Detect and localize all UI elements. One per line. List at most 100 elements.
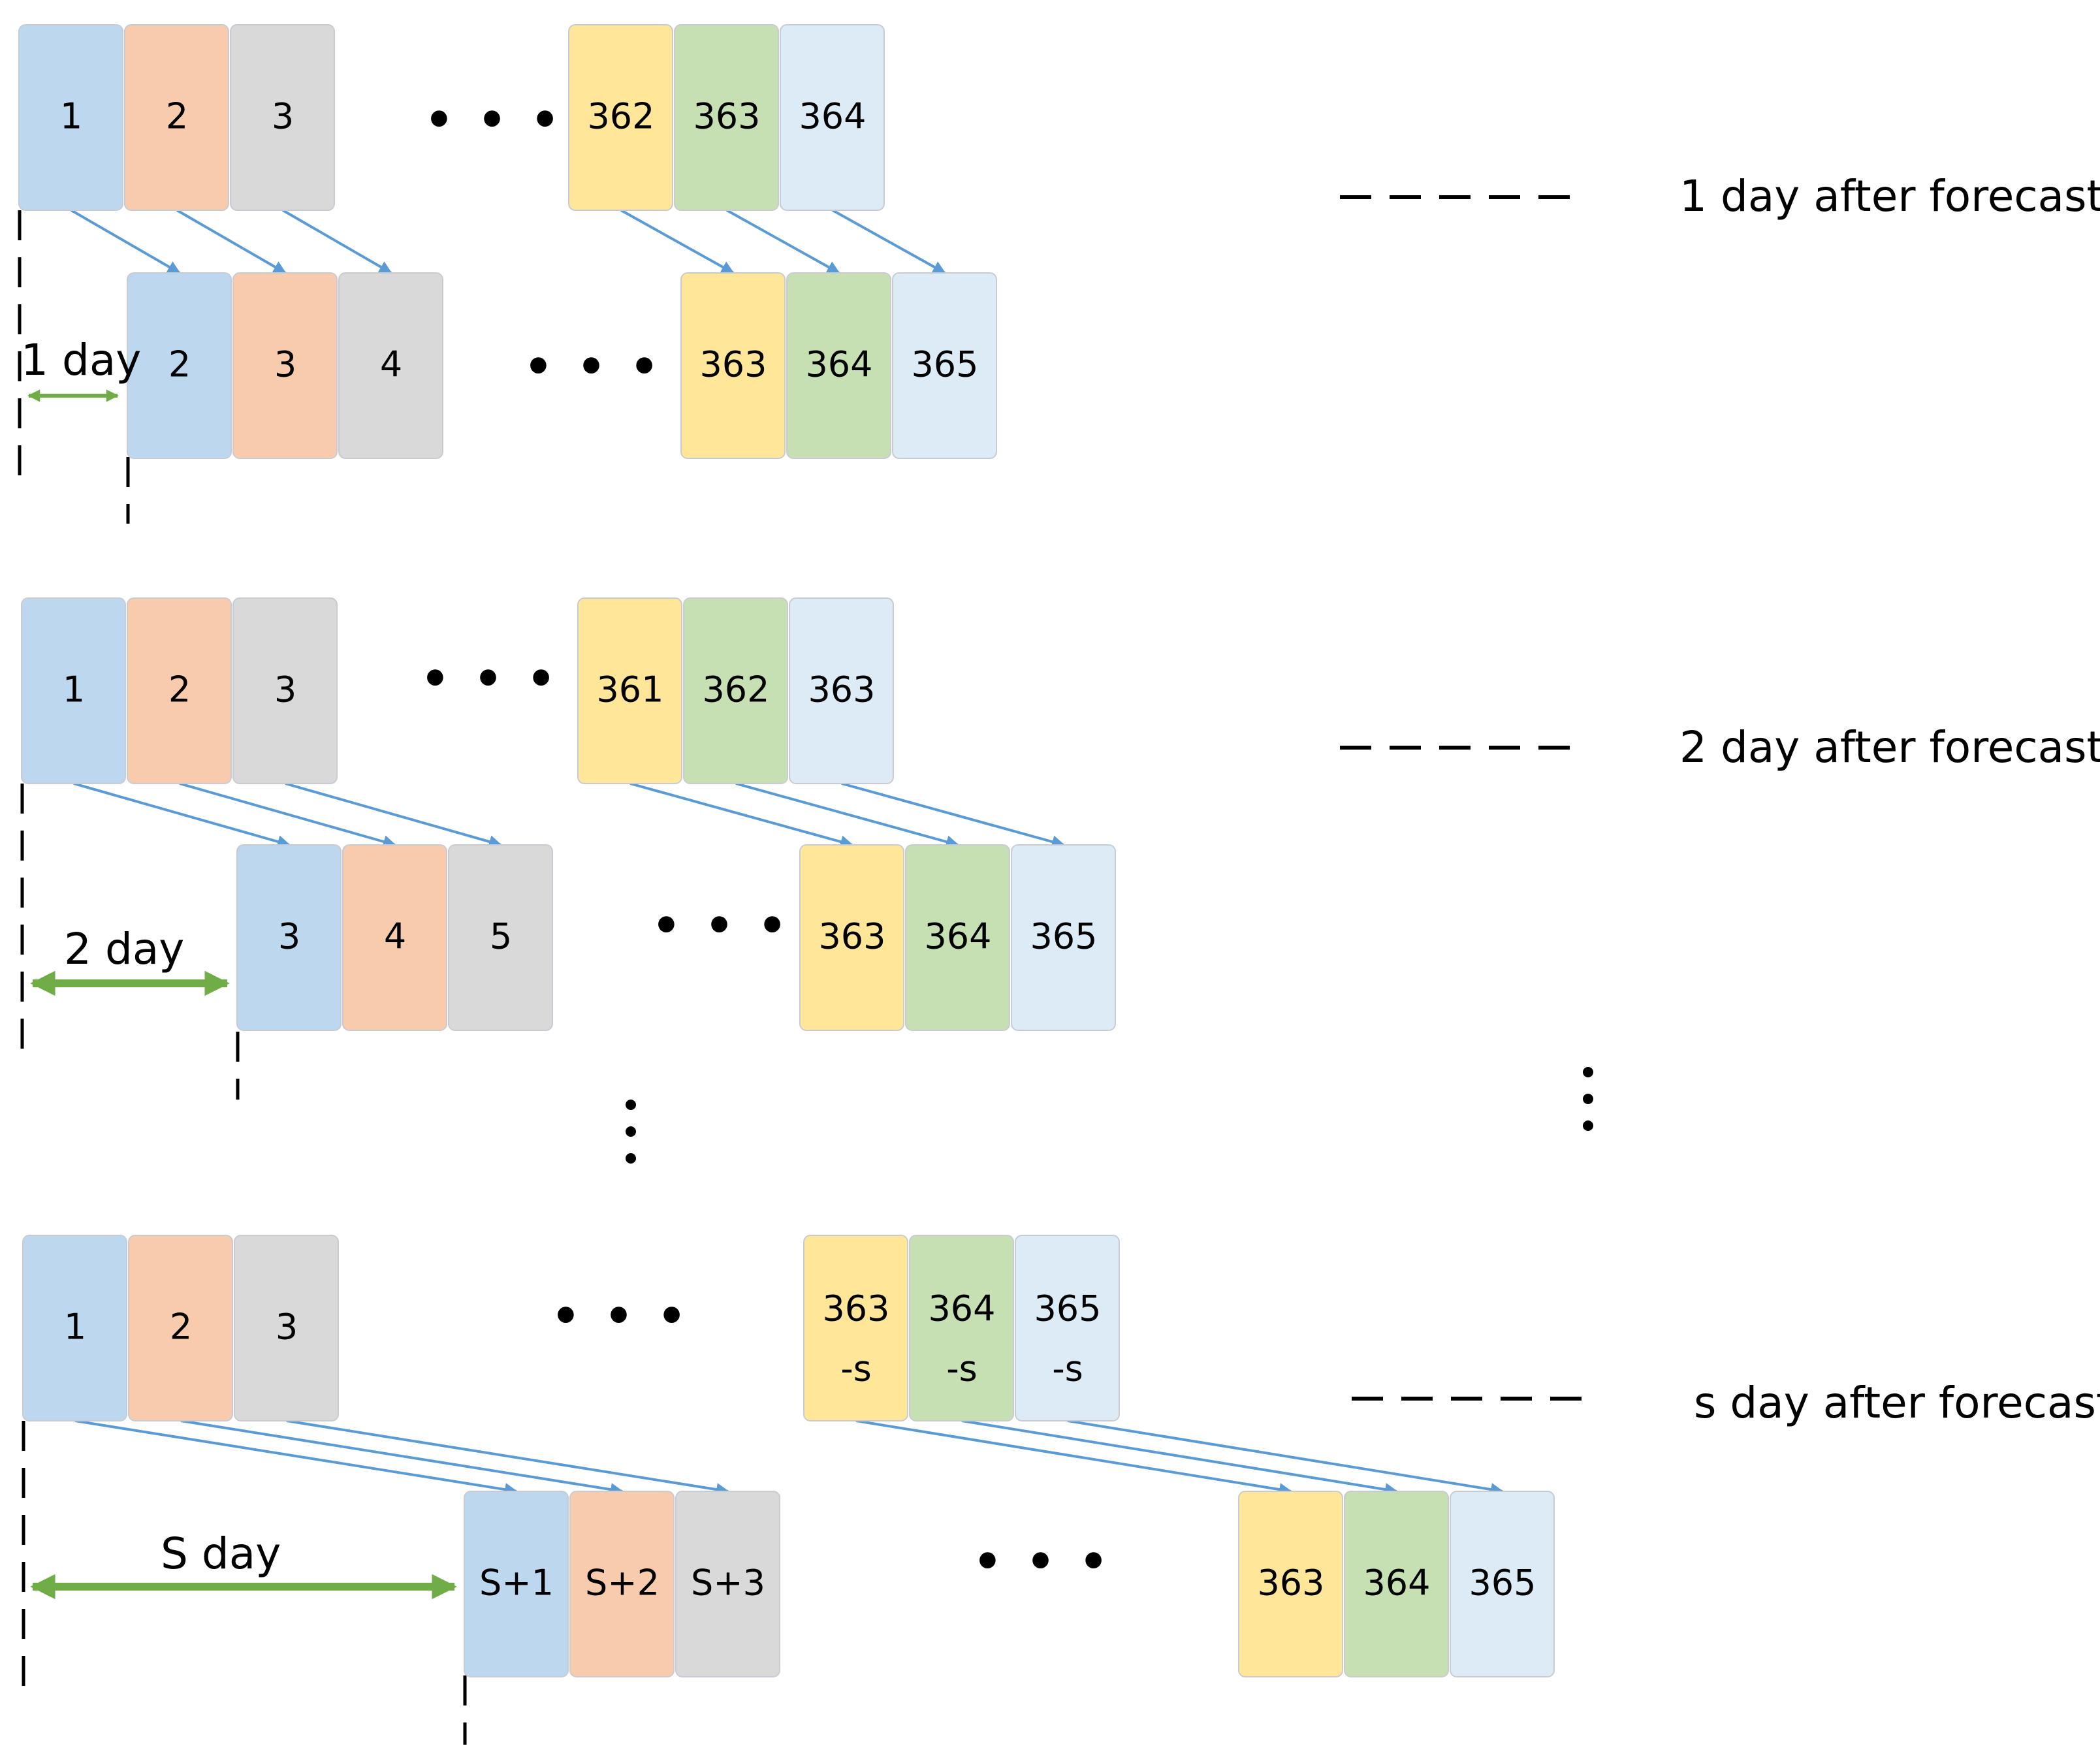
group-2-top-left-box-3: 3 [232, 597, 338, 784]
box-fill [22, 1235, 127, 1421]
box-label: S+2 [585, 1563, 660, 1604]
box-label: 3 [276, 1307, 298, 1348]
box-fill [338, 272, 443, 459]
group-2-top-left-box-1: 1 [21, 597, 126, 784]
box-fill [789, 597, 894, 784]
box-label-line: -s [946, 1348, 978, 1389]
group-1-bottom-left-box-2: 3 [232, 272, 338, 459]
legend-label-3: s day after forecast [1694, 1378, 2100, 1428]
group-1-top-left-box-2: 2 [124, 24, 229, 211]
box-label: 1 [64, 1307, 86, 1348]
group-1-shift-arrow-right-2 [726, 209, 840, 274]
box-fill [342, 844, 447, 1031]
shift-label-group-3: S day [161, 1529, 281, 1579]
group-2-bottom-right-box-2: 364 [905, 844, 1010, 1031]
box-label-line: 363 [822, 1288, 889, 1329]
group-1-shift-arrow-left-1 [70, 209, 181, 274]
group-1-top-left-box-3: 3 [230, 24, 335, 211]
ellipsis-g3-bottom: • • • [973, 1535, 1112, 1589]
box-label: 363 [699, 344, 767, 385]
box-fill [232, 597, 338, 784]
box-label: 2 [168, 344, 191, 385]
box-label: 3 [278, 916, 300, 957]
shift-arrows-layer [27, 209, 1504, 1600]
group-1-bottom-left-box-3: 4 [338, 272, 443, 459]
group-1-shift-arrow-left-3 [281, 209, 392, 274]
group-1-bottom-left-box-1: 2 [127, 272, 232, 459]
box-fill [127, 597, 232, 784]
box-fill [21, 597, 126, 784]
box-fill [569, 1491, 675, 1677]
box-fill [448, 844, 553, 1031]
box-fill [683, 597, 788, 784]
box-fill [780, 24, 885, 211]
legend-label-2: 2 day after forecast [1679, 722, 2100, 772]
group-2-shift-arrow-right-2 [735, 782, 959, 848]
box-fill [577, 597, 682, 784]
group-3-top-right-box-1: 363-s [803, 1235, 908, 1421]
group-1-shift-arrow-right-1 [620, 209, 735, 274]
box-fill [1011, 844, 1116, 1031]
box-label: 1 [63, 669, 85, 710]
box-fill [464, 1491, 569, 1677]
group-2-bottom-left-box-1: 3 [236, 844, 342, 1031]
group-3-top-right-box-2: 364 -s [909, 1235, 1014, 1421]
ellipsis-g1-top: • • • [424, 93, 564, 147]
box-label: 3 [274, 344, 296, 385]
box-label: 363 [1257, 1563, 1324, 1604]
box-fill [1450, 1491, 1555, 1677]
group-3-top-left-box-3: 3 [234, 1235, 339, 1421]
group-3-shift-arrow-right-3 [1067, 1420, 1504, 1496]
group-2-shift-arrow-left-2 [179, 782, 396, 848]
group-2-shift-arrow-right-3 [841, 782, 1065, 848]
box-label: 361 [596, 669, 663, 710]
box-fill [1238, 1491, 1343, 1677]
box-label: 3 [274, 669, 296, 710]
box-fill [568, 24, 673, 211]
box-fill [892, 272, 997, 459]
box-label: 2 [168, 669, 191, 710]
box-label: 5 [490, 916, 512, 957]
box-label: 362 [702, 669, 769, 710]
box-fill [128, 1235, 233, 1421]
group-3-bottom-right-box-2: 364 [1344, 1491, 1449, 1677]
box-fill [124, 24, 229, 211]
box-label: 4 [384, 916, 406, 957]
box-label: 364 [1363, 1563, 1430, 1604]
group-3-shift-arrow-left-1 [74, 1420, 518, 1497]
box-label-line: -s [1052, 1348, 1083, 1389]
box-fill [905, 844, 1010, 1031]
box-label: S+1 [479, 1563, 554, 1604]
group-1-top-right-box-1: 362 [568, 24, 673, 211]
box-label: 364 [805, 344, 872, 385]
group-1-top-right-box-2: 363 [674, 24, 779, 211]
dashed-guides-layer [18, 210, 467, 1745]
box-fill [799, 844, 904, 1031]
group-3-top-left-box-2: 2 [128, 1235, 233, 1421]
group-1-bottom-right-box-3: 365 [892, 272, 997, 459]
box-label: 362 [587, 96, 654, 137]
box-label-line: 364 [928, 1288, 995, 1329]
group-3-bottom-left-box-3: S+3 [675, 1491, 780, 1677]
box-label: 365 [1030, 916, 1097, 957]
vertical-ellipsis-right [1583, 1067, 1593, 1131]
box-fill [232, 272, 338, 459]
group-2-top-left-box-2: 2 [127, 597, 232, 784]
group-2-bottom-left-box-3: 5 [448, 844, 553, 1031]
box-fill [230, 24, 335, 211]
box-label: 2 [170, 1307, 192, 1348]
vertical-ellipsis-center [626, 1100, 636, 1164]
box-fill [675, 1491, 780, 1677]
group-3-bottom-right-box-1: 363 [1238, 1491, 1343, 1677]
group-2-shift-arrow-left-3 [285, 782, 502, 848]
legend-label-1: 1 day after forecast [1679, 171, 2100, 221]
ellipsis-g1-bottom: • • • [524, 340, 663, 394]
box-fill [786, 272, 891, 459]
group-3-bottom-left-box-1: S+1 [464, 1491, 569, 1677]
ellipsis-g2-bottom: • • • [652, 899, 791, 953]
ellipsis-g2-top: • • • [421, 652, 560, 706]
group-1-top-left-box-1: 1 [18, 24, 123, 211]
box-fill [234, 1235, 339, 1421]
